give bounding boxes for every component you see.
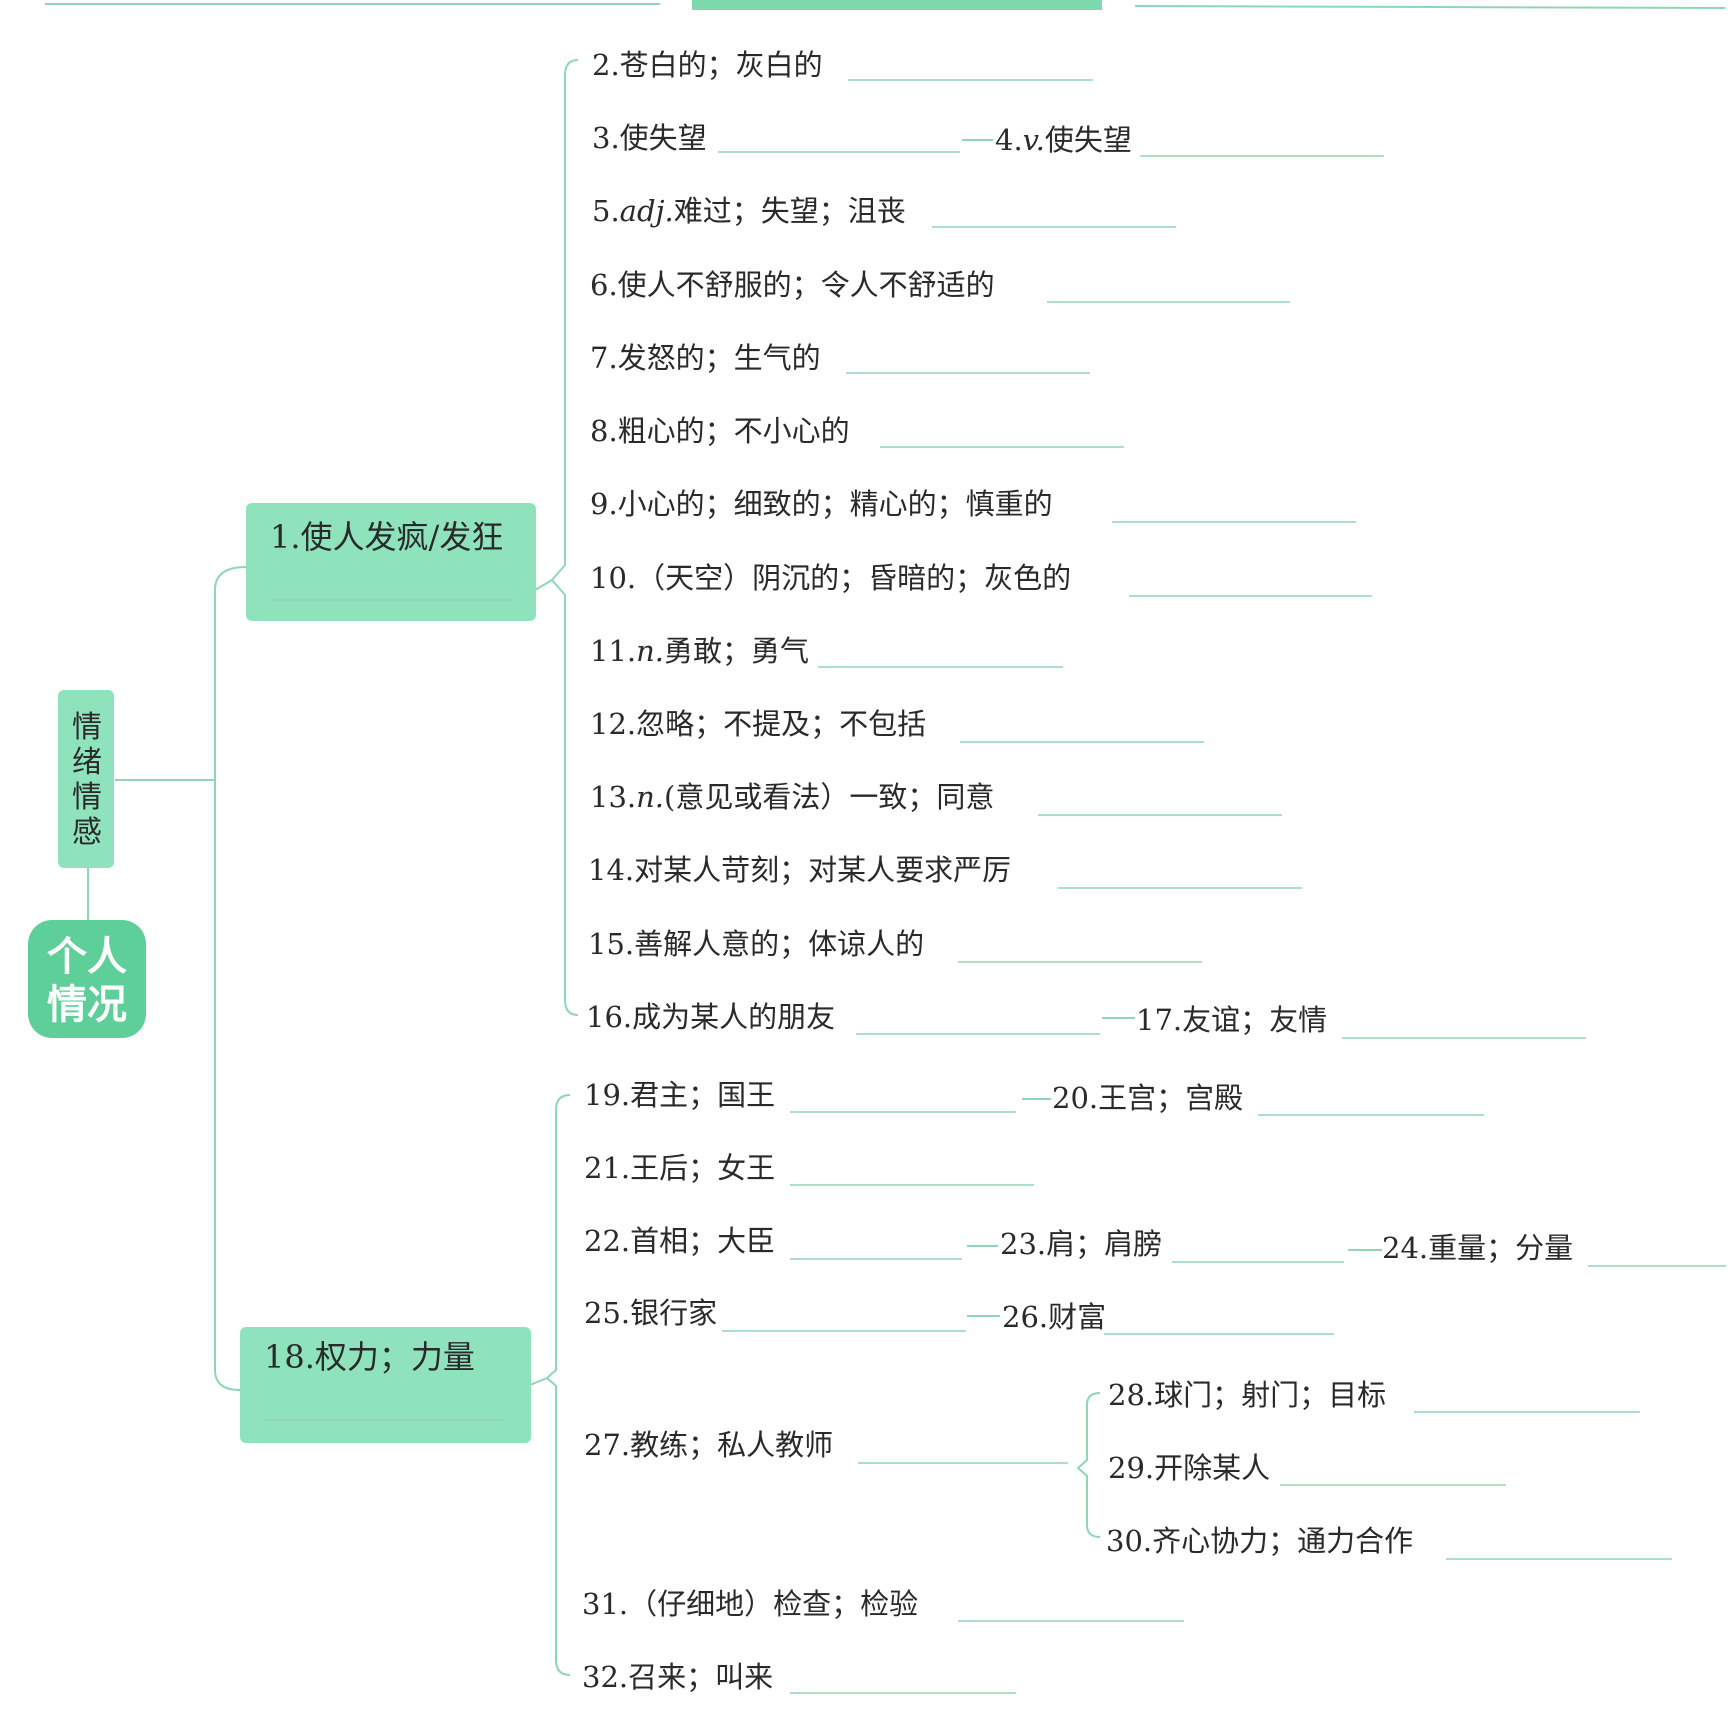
- item-17-label: 17.友谊；友情: [1136, 1003, 1327, 1037]
- root-label-line1: 个人: [47, 934, 127, 980]
- item-6-label: 6.使人不舒服的；令人不舒适的: [590, 268, 995, 302]
- item-16-label: 16.成为某人的朋友: [586, 1000, 835, 1034]
- category-char-4: 感: [72, 815, 102, 850]
- category-char-1: 情: [72, 710, 102, 745]
- item-24-label: 24.重量；分量: [1382, 1231, 1573, 1265]
- category-char-2: 绪: [72, 745, 102, 780]
- item-31-label: 31.（仔细地）检查；检验: [582, 1587, 918, 1621]
- root-label-line2: 情况: [47, 982, 127, 1028]
- branch-node-2: 18.权力；力量: [240, 1327, 531, 1443]
- root-node: 个人 情况: [28, 920, 146, 1038]
- item-30-label: 30.齐心协力；通力合作: [1106, 1524, 1413, 1558]
- item-10-label: 10.（天空）阴沉的；昏暗的；灰色的: [590, 561, 1071, 595]
- item-5-label: 5.adj.难过；失望；沮丧: [592, 194, 906, 228]
- item-22-label: 22.首相；大臣: [584, 1224, 775, 1258]
- item-12-label: 12.忽略；不提及；不包括: [590, 707, 926, 741]
- item-19-label: 19.君主；国王: [584, 1078, 775, 1112]
- category-char-3: 情: [72, 780, 102, 815]
- item-25-label: 25.银行家: [584, 1296, 717, 1330]
- item-4-label: 4.v.使失望: [995, 123, 1132, 157]
- item-7-label: 7.发怒的；生气的: [590, 341, 821, 375]
- branch-1-items: 2.苍白的；灰白的 3.使失望 4.v.使失望 5.adj.难过；失望；沮丧 6…: [586, 48, 1586, 1039]
- category-node: 情 绪 情 感: [58, 690, 114, 868]
- item-29-label: 29.开除某人: [1108, 1451, 1270, 1485]
- item-9-label: 9.小心的；细致的；精心的；慎重的: [590, 487, 1053, 521]
- item-3-label: 3.使失望: [592, 121, 707, 155]
- branch-2-items: 19.君主；国王 20.王宫；宫殿 21.王后；女王 22.首相；大臣 23.肩…: [582, 1078, 1726, 1694]
- item-32-label: 32.召来；叫来: [582, 1660, 773, 1694]
- item-21-label: 21.王后；女王: [584, 1151, 775, 1185]
- item-2-label: 2.苍白的；灰白的: [592, 48, 823, 82]
- item-20-label: 20.王宫；宫殿: [1052, 1081, 1243, 1115]
- branch-1-label: 1.使人发疯/发狂: [270, 518, 503, 556]
- item-26-label: 26.财富: [1002, 1300, 1106, 1334]
- item-11-label: 11.n.勇敢；勇气: [590, 634, 809, 668]
- item-28-label: 28.球门；射门；目标: [1108, 1378, 1386, 1412]
- branch-node-1: 1.使人发疯/发狂: [246, 503, 536, 621]
- item-23-label: 23.肩；肩膀: [1000, 1227, 1162, 1261]
- item-14-label: 14.对某人苛刻；对某人要求严厉: [588, 853, 1011, 887]
- item-13-label: 13.n.(意见或看法）一致；同意: [590, 780, 994, 814]
- item-8-label: 8.粗心的；不小心的: [590, 414, 850, 448]
- top-decoration: [45, 0, 1726, 10]
- branch-2-label: 18.权力；力量: [264, 1338, 475, 1376]
- item-15-label: 15.善解人意的；体谅人的: [588, 927, 924, 961]
- connector-lines: [87, 59, 1382, 1676]
- item-27-label: 27.教练；私人教师: [584, 1428, 833, 1462]
